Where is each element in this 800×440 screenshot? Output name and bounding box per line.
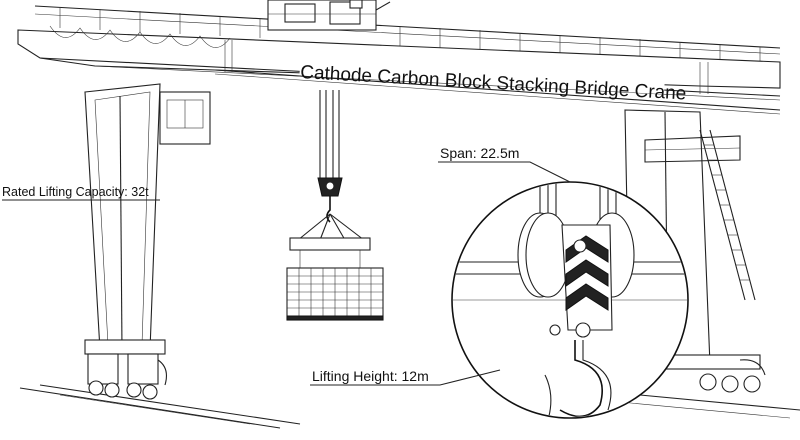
span-label: Span: 22.5m xyxy=(440,145,519,161)
lifting-height-label: Lifting Height: 12m xyxy=(312,368,429,384)
ground-rails xyxy=(19,384,800,429)
capacity-label: Rated Lifting Capacity: 32t xyxy=(2,185,149,199)
carbon-block-stack xyxy=(286,267,384,321)
hoist-assembly xyxy=(286,90,384,321)
trolley xyxy=(267,0,391,31)
leader-lines xyxy=(2,161,571,386)
main-girder xyxy=(17,5,781,115)
hook-detail-circle xyxy=(451,181,689,419)
left-leg xyxy=(84,83,211,400)
